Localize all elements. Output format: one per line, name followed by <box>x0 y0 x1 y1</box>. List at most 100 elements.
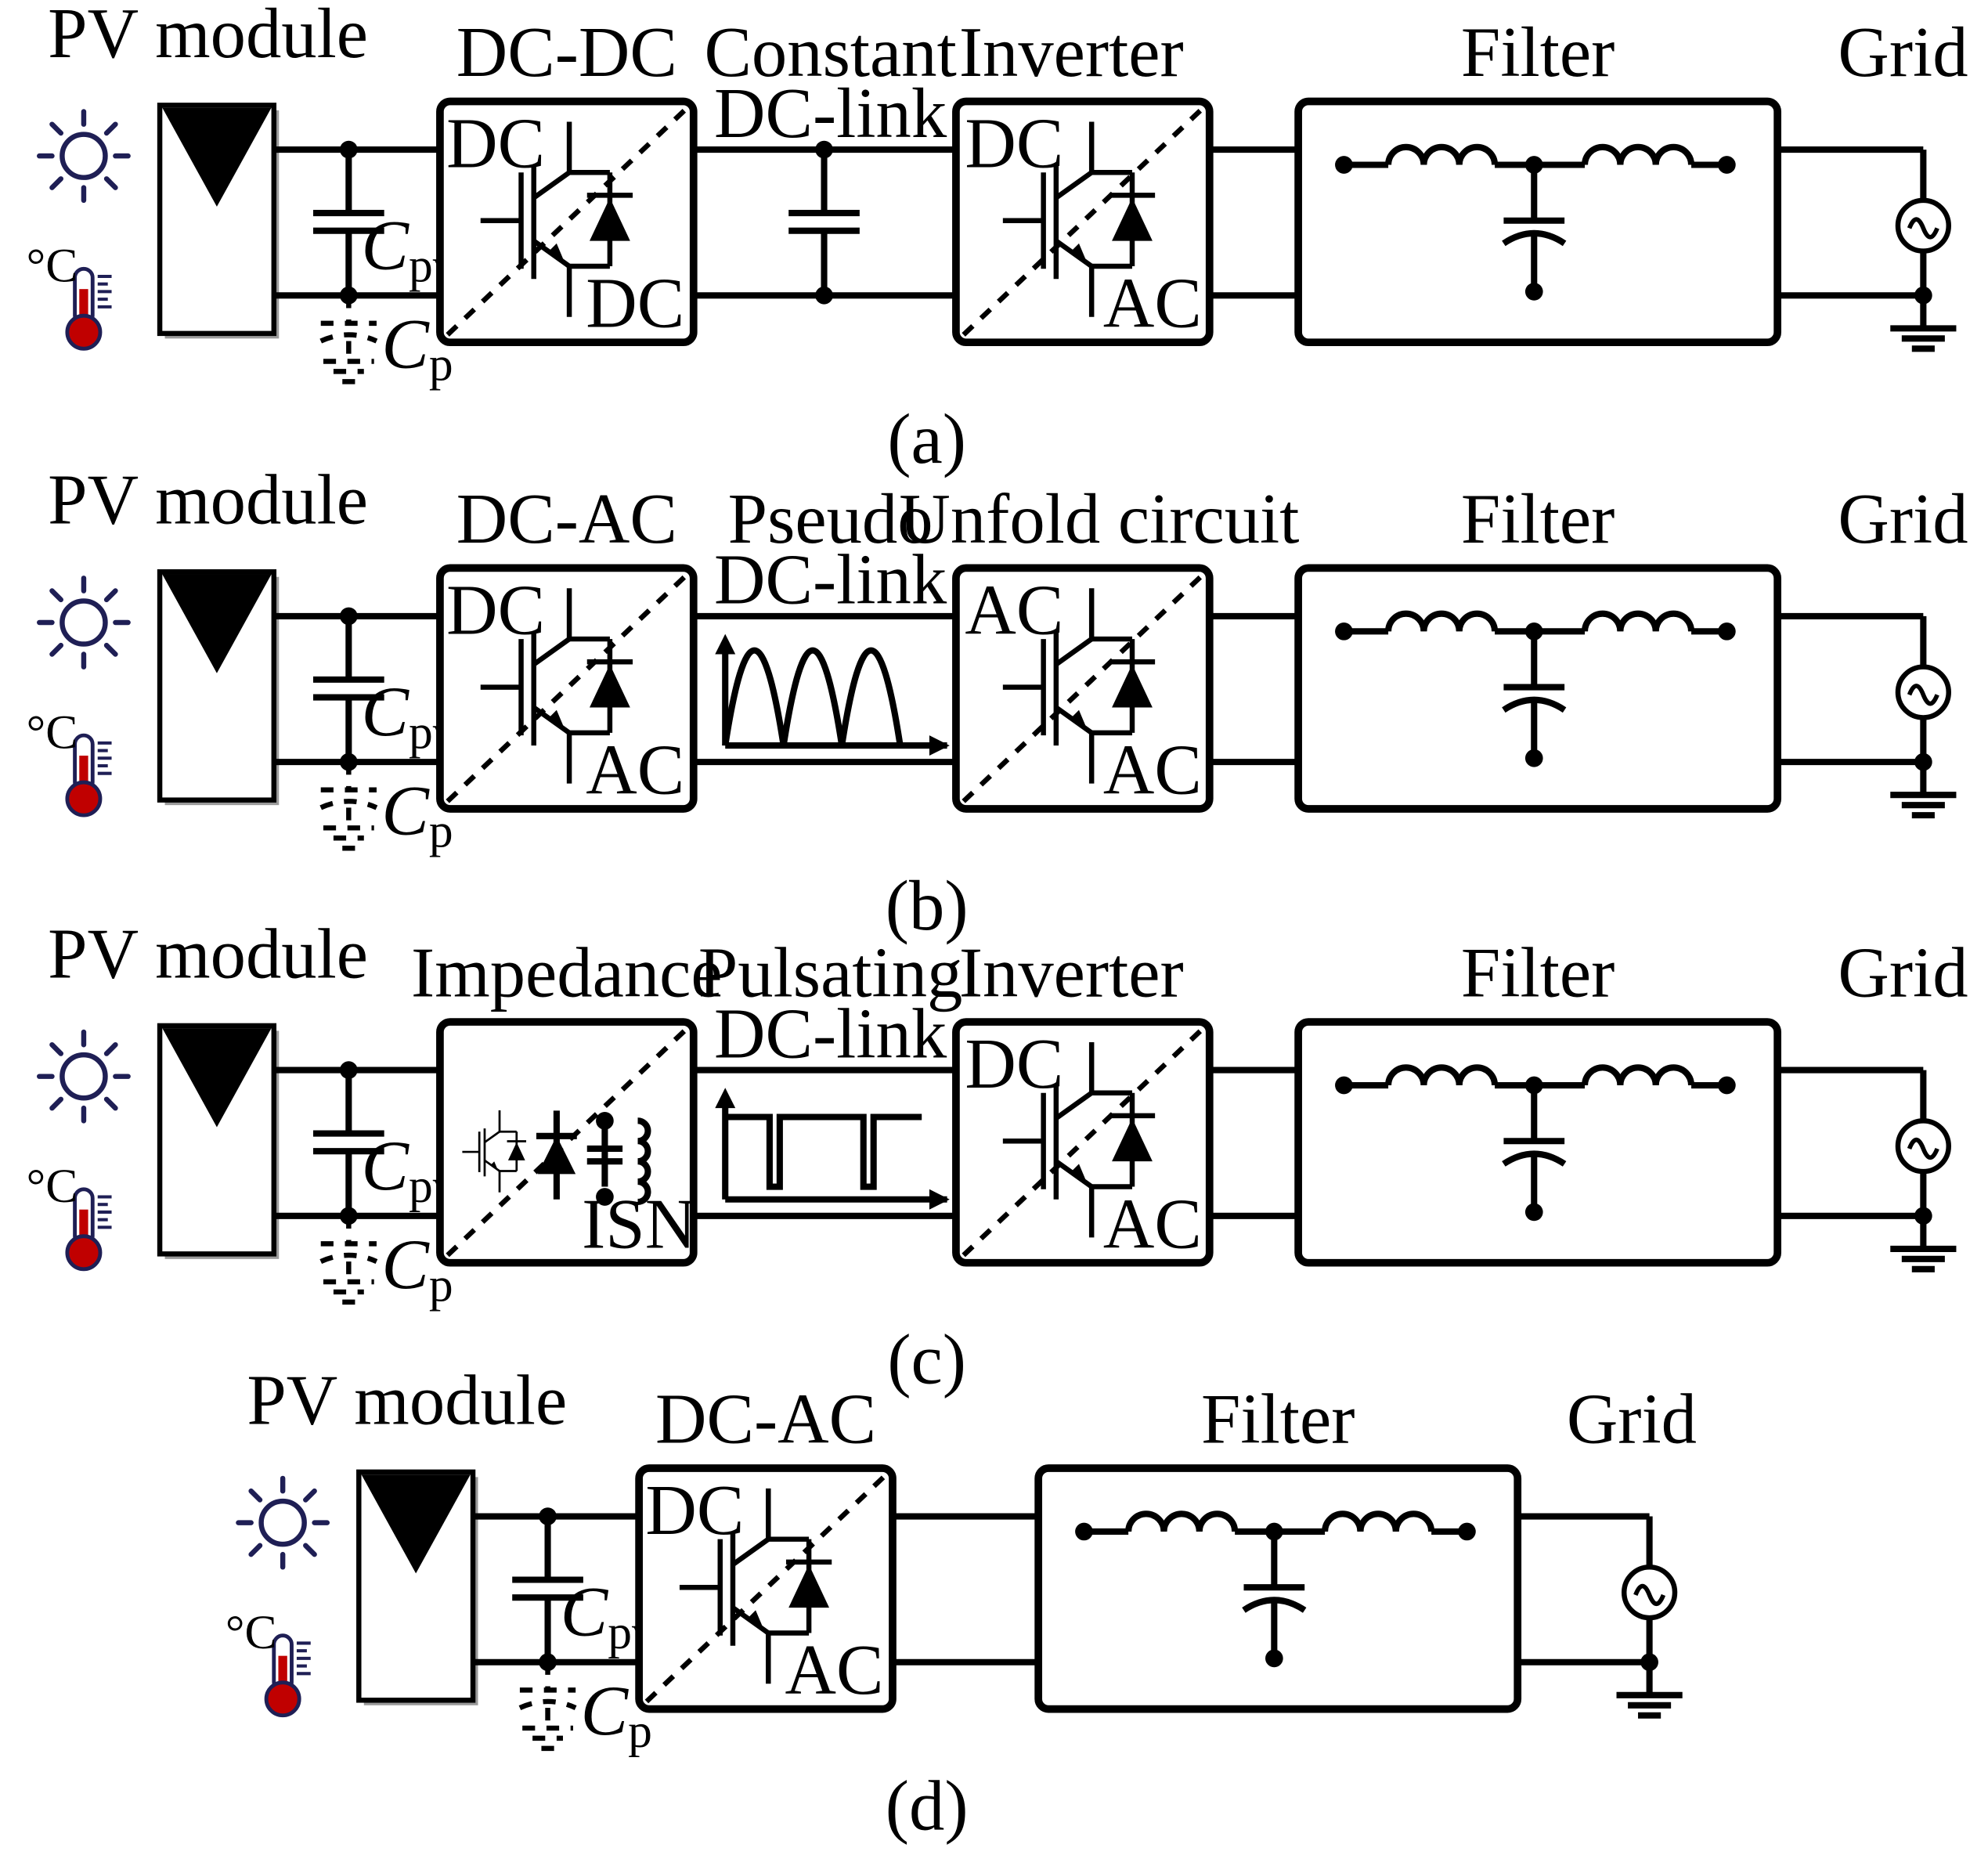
node-dot <box>596 1188 614 1206</box>
converter-1-input-label: DC <box>645 1471 744 1550</box>
converter-diagonal <box>644 1474 887 1704</box>
pv-panel-icon <box>160 105 279 338</box>
ac-source-wave <box>1907 1137 1939 1160</box>
wire <box>319 332 378 344</box>
temperature-unit-label: °C <box>27 239 78 292</box>
sun-icon <box>39 1032 128 1121</box>
converter-1: ISN <box>436 1018 698 1267</box>
ground-icon <box>1890 762 1957 819</box>
parasitic-capacitor <box>319 1215 378 1305</box>
converter-diagonal <box>962 106 1204 337</box>
filter-block <box>1034 1464 1522 1713</box>
arrow-head <box>715 1088 736 1109</box>
parasitic-capacitor <box>319 295 378 384</box>
dc-link-subtitle: DC-link <box>714 74 947 153</box>
panel-caption: (b) <box>886 866 969 945</box>
wire <box>319 1252 378 1265</box>
converter-diagonal <box>962 1027 1204 1258</box>
grid-title: Grid <box>1838 13 1968 92</box>
node-dot <box>1524 283 1543 301</box>
converter-1-output-label: ISN <box>582 1184 696 1263</box>
pv-module-label: PV module <box>247 1360 567 1439</box>
node-dot <box>1265 1649 1283 1668</box>
converter-2-output-label: AC <box>1103 264 1202 343</box>
converter-2: AC AC <box>952 564 1214 813</box>
ground-icon <box>1890 1215 1957 1272</box>
converter-1-title: Impedance <box>411 933 723 1012</box>
filter-block <box>1294 564 1782 813</box>
inductor-2 <box>1322 1510 1435 1532</box>
converter-1: DC DC <box>436 97 698 347</box>
dc-link-subtitle: DC-link <box>714 540 947 619</box>
inductor-1 <box>1385 610 1499 632</box>
dc-link-waveform <box>715 633 950 756</box>
cp-label: Cp <box>581 1671 652 1758</box>
filter-block <box>1294 1018 1782 1267</box>
inductor-2 <box>1581 610 1695 632</box>
converter-1-input-label: DC <box>446 104 545 183</box>
converter-1-output-label: AC <box>785 1630 884 1709</box>
converter-1-title: DC-DC <box>456 13 677 92</box>
cp-label: Cp <box>381 305 453 392</box>
panel-caption: (d) <box>886 1766 969 1845</box>
pv-panel-icon <box>160 1026 279 1259</box>
pv-module-label: PV module <box>48 460 368 540</box>
inductor-2 <box>1581 143 1695 165</box>
converter-2: DC AC <box>952 97 1214 347</box>
cpv-label: Cpv <box>362 1126 457 1213</box>
converter-2-input-label: DC <box>965 104 1063 183</box>
dc-link-title: Pseudo <box>728 479 933 558</box>
converter-diagonal <box>446 106 688 337</box>
converter-1-output-label: DC <box>586 264 684 343</box>
dc-link-title: Pulsating <box>698 933 962 1012</box>
converter-2: DC AC <box>952 1018 1214 1267</box>
filter-capacitor <box>1242 1597 1307 1613</box>
filter-capacitor <box>1502 1150 1567 1167</box>
filter-title: Filter <box>1461 13 1615 92</box>
ac-source-icon <box>1895 197 1951 254</box>
parasitic-capacitor <box>319 762 378 851</box>
ac-source-icon <box>1895 1118 1951 1175</box>
transformer-icon <box>637 1117 651 1206</box>
grid-title: Grid <box>1567 1380 1697 1459</box>
converter-2-output-label: AC <box>1103 1184 1202 1263</box>
pulsating-wave <box>725 1113 922 1190</box>
node-dot <box>1718 623 1736 641</box>
node-dot <box>1524 1203 1543 1222</box>
cp-label: Cp <box>381 1225 453 1312</box>
ac-source-icon <box>1895 664 1951 720</box>
converter-2-title: Inverter <box>959 13 1184 92</box>
sun-icon <box>39 111 128 200</box>
panel-caption: (c) <box>887 1320 966 1399</box>
filter-title: Filter <box>1461 479 1615 558</box>
inductor-2 <box>1581 1064 1695 1086</box>
ac-source-wave <box>1907 217 1939 240</box>
dc-link-title: Constant <box>704 13 956 92</box>
arrow-head <box>715 633 736 655</box>
node-dot <box>1718 156 1736 174</box>
inductor-1 <box>1125 1510 1239 1532</box>
filter-title: Filter <box>1201 1380 1355 1459</box>
grid-title: Grid <box>1838 933 1968 1012</box>
filter-capacitor <box>1502 229 1567 247</box>
ac-source-icon <box>1621 1564 1678 1621</box>
converter-1-title: DC-AC <box>655 1380 876 1459</box>
arrow-head <box>929 735 950 756</box>
converter-1-title: DC-AC <box>456 479 677 558</box>
pv-module-label: PV module <box>48 914 368 993</box>
converter-diagonal <box>446 1027 688 1258</box>
filter-capacitor <box>1502 696 1567 713</box>
temperature-unit-label: °C <box>27 706 78 759</box>
ground-icon <box>1890 295 1957 352</box>
converter-diagonal <box>962 573 1204 803</box>
converter-2-input-label: AC <box>965 571 1063 650</box>
rectified-sine <box>722 647 904 746</box>
converter-diagonal <box>446 573 688 803</box>
converter-2-output-label: AC <box>1103 731 1202 810</box>
converter-2-input-label: DC <box>965 1024 1063 1103</box>
parasitic-capacitor <box>518 1662 577 1752</box>
